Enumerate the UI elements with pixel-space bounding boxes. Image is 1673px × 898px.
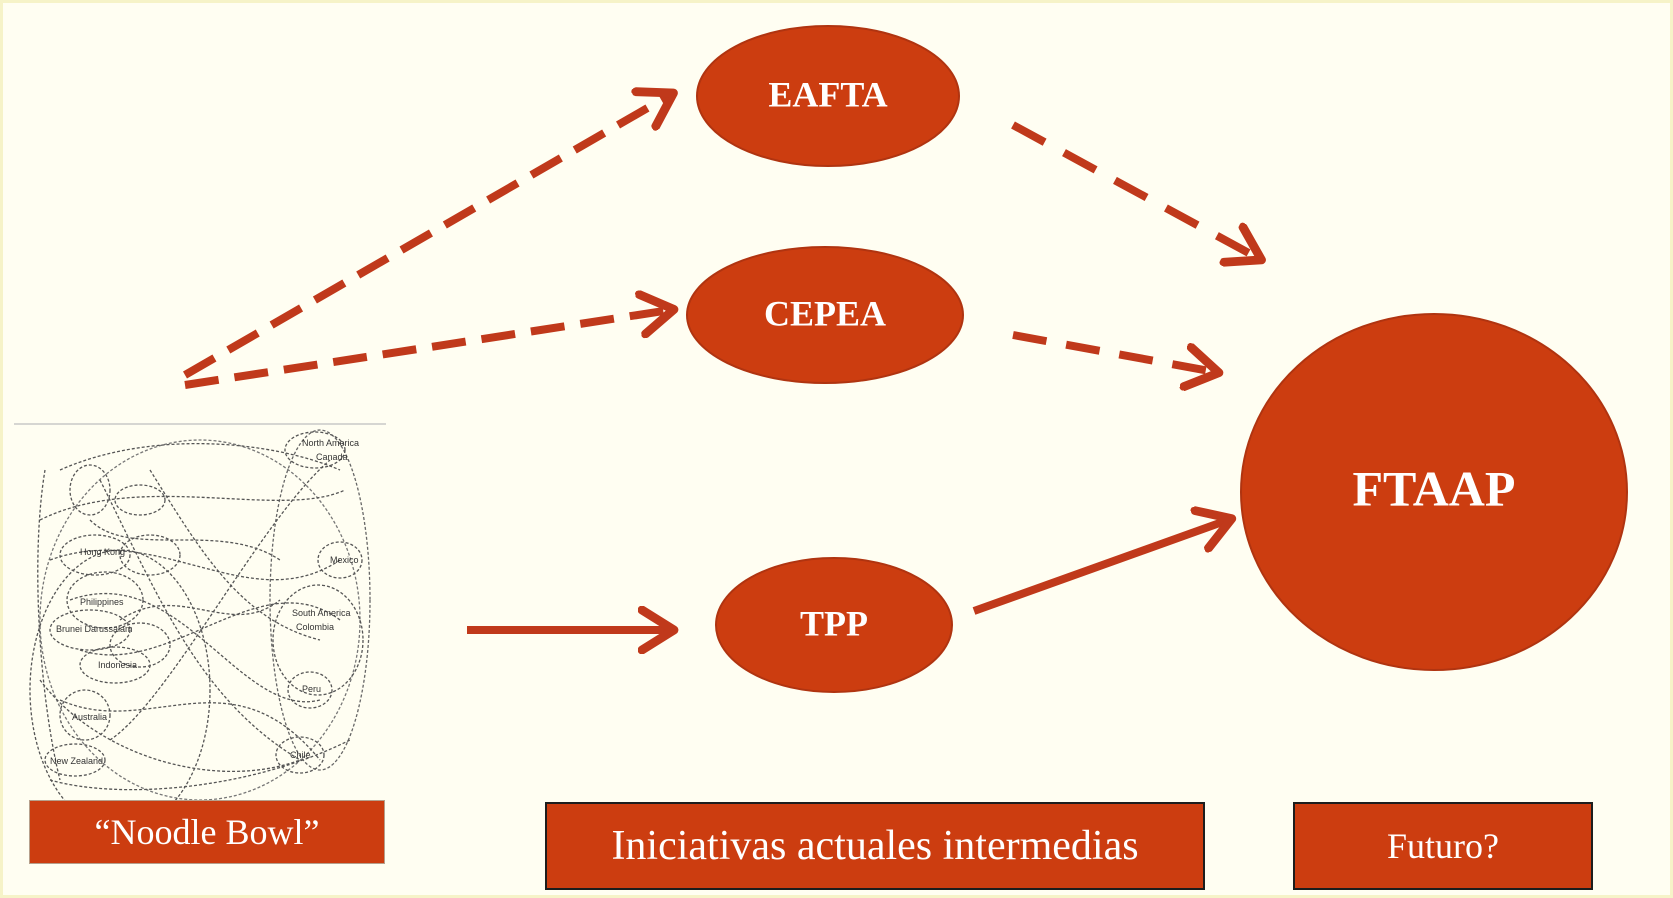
node-tpp: TPP xyxy=(715,557,953,693)
future-caption: Futuro? xyxy=(1293,802,1593,890)
map-label: Canada xyxy=(316,452,348,462)
map-label: Peru xyxy=(302,684,321,694)
node-eafta: EAFTA xyxy=(696,25,960,167)
arrow-noodle-to-cepea xyxy=(184,310,670,389)
noodle-bowl-map-labels: Hong Kong Philippines Brunei Darussalam … xyxy=(50,438,359,766)
node-ftaap: FTAAP xyxy=(1240,313,1628,671)
arrow-tpp-to-ftaap xyxy=(972,520,1228,615)
node-tpp-label: TPP xyxy=(800,603,868,643)
map-label: North America xyxy=(302,438,359,448)
node-cepea: CEPEA xyxy=(686,246,964,384)
map-label: Hong Kong xyxy=(80,547,125,557)
arrow-noodle-to-eafta xyxy=(183,95,670,379)
arrow-cepea-to-ftaap xyxy=(1012,331,1215,372)
noodle-bowl-caption: “Noodle Bowl” xyxy=(29,800,385,864)
map-label: New Zealand xyxy=(50,756,103,766)
map-label: Brunei Darussalam xyxy=(56,624,133,634)
map-label: Indonesia xyxy=(98,660,137,670)
arrow-eafta-to-ftaap xyxy=(1011,121,1258,258)
map-label: Chile xyxy=(290,750,311,760)
intermediate-initiatives-caption: Iniciativas actuales intermedias xyxy=(545,802,1205,890)
map-label: South America xyxy=(292,608,351,618)
node-ftaap-label: FTAAP xyxy=(1353,460,1516,516)
map-label: Philippines xyxy=(80,597,124,607)
node-cepea-label: CEPEA xyxy=(764,293,886,333)
map-label: Mexico xyxy=(330,555,359,565)
node-eafta-label: EAFTA xyxy=(768,74,887,114)
map-label: Colombia xyxy=(296,622,334,632)
map-label: Australia xyxy=(72,712,107,722)
noodle-bowl-image xyxy=(29,429,371,831)
